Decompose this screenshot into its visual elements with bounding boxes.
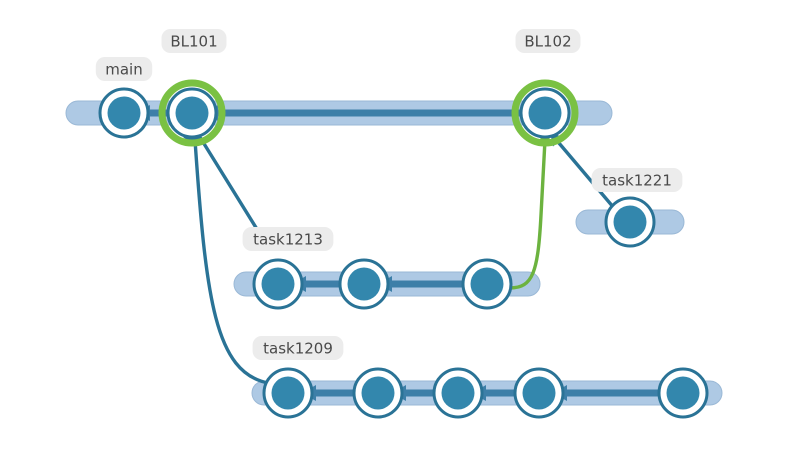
branch-rail-task1209 [251,380,723,406]
branch-label-task1213-text: task1213 [253,231,323,249]
branch-label-main[interactable]: main [95,57,153,81]
commit-node-t1209-c5[interactable] [657,367,709,419]
tag-ring-BL101[interactable] [158,79,226,147]
branch-label-task1221[interactable]: task1221 [591,168,683,192]
commit-node-main-c1[interactable] [98,87,150,139]
branch-label-task1209[interactable]: task1209 [252,336,344,360]
branch-label-main-text: main [105,61,142,79]
tag-ring-BL102[interactable] [511,79,579,147]
tag-rings-layer [158,79,579,147]
branch-label-task1221-text: task1221 [602,172,672,190]
branch-label-task1213[interactable]: task1213 [242,227,334,251]
commit-node-main-c3[interactable] [519,87,571,139]
labels-layer: main task1221 task1213 task1209 BL101 BL102 [95,29,683,360]
commit-node-t1213-c2[interactable] [338,258,390,310]
merge-arrows-layer [183,128,616,385]
branch-label-task1209-text: task1209 [263,340,333,358]
tag-label-BL101[interactable]: BL101 [161,29,227,53]
commit-nodes-layer [98,87,709,419]
commit-node-t1209-c1[interactable] [262,367,314,419]
commit-node-t1221-c1[interactable] [604,196,656,248]
commit-node-t1209-c2[interactable] [352,367,404,419]
tag-label-BL102[interactable]: BL102 [515,29,581,53]
merge-arrow-task1213-to-BL102 [508,130,552,290]
commit-node-t1213-c3[interactable] [461,258,513,310]
tag-label-BL102-text: BL102 [524,33,571,51]
commit-node-t1209-c3[interactable] [432,367,484,419]
commit-node-t1213-c1[interactable] [252,258,304,310]
commit-node-main-c2[interactable] [166,87,218,139]
commit-node-t1209-c4[interactable] [513,367,565,419]
branch-rails-layer [65,100,723,406]
tag-label-BL101-text: BL101 [170,33,217,51]
rail-arrows-layer [136,105,567,401]
